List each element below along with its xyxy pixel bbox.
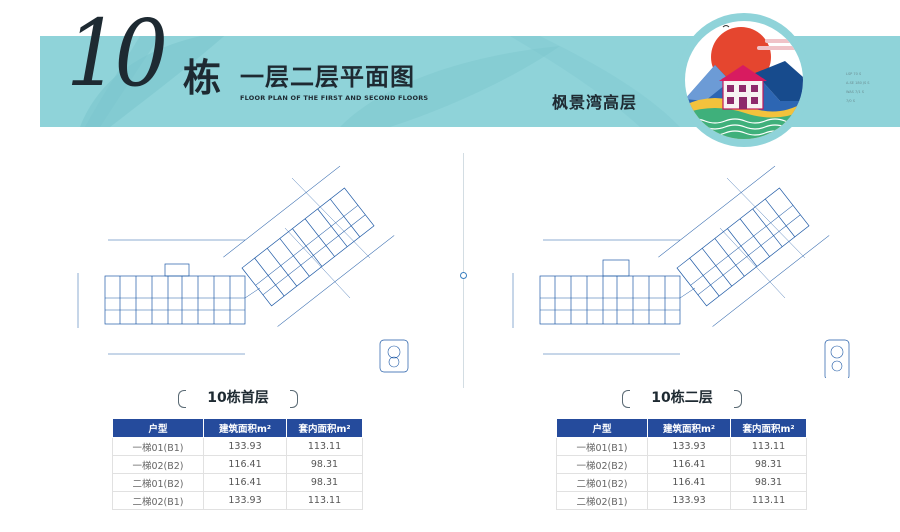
bracket-left-icon (622, 390, 630, 408)
column-header: 套内面积m² (286, 418, 363, 438)
bracket-left-icon (178, 390, 186, 408)
table-row: 二梯02(B1) 133.93 113.11 (112, 491, 363, 510)
page-subtitle-en: FLOOR PLAN OF THE FIRST AND SECOND FLOOR… (240, 94, 429, 102)
column-header: 户型 (556, 418, 648, 438)
column-header: 建筑面积m² (647, 418, 731, 438)
column-header: 套内面积m² (730, 418, 807, 438)
table-row: 一梯01(B1) 133.93 113.11 (112, 437, 363, 456)
area-table-second-floor: 户型 建筑面积m² 套内面积m² 一梯01(B1) 133.93 113.11 … (556, 418, 807, 510)
divider-dot (460, 272, 467, 279)
caption-second-floor: 10栋二层 (622, 387, 742, 411)
area-table-first-floor: 户型 建筑面积m² 套内面积m² 一梯01(B1) 133.93 113.11 … (112, 418, 363, 510)
caption-text: 10栋二层 (651, 390, 713, 406)
column-header: 建筑面积m² (203, 418, 287, 438)
landscape-house-icon (685, 25, 803, 139)
page-title: 一层二层平面图 (240, 63, 415, 91)
table-row: 一梯01(B1) 133.93 113.11 (556, 437, 807, 456)
emblem (685, 21, 803, 139)
table-row: 一梯02(B2) 116.41 98.31 (112, 455, 363, 474)
floor-plan-drawing-icon (512, 165, 850, 378)
bracket-right-icon (734, 390, 742, 408)
column-header: 户型 (112, 418, 204, 438)
building-number: 10 (66, 0, 168, 107)
caption-first-floor: 10栋首层 (178, 387, 298, 411)
side-notes: LSP 70 S A-SE 180 JS S WAS 7/1 S 7/0 S (846, 72, 870, 103)
leaf-decoration-icon (80, 36, 680, 127)
caption-text: 10栋首层 (207, 390, 269, 406)
floor-plan-drawing-icon (77, 165, 409, 373)
building-char: 栋 (183, 56, 222, 100)
table-row: 二梯02(B1) 133.93 113.11 (556, 491, 807, 510)
table-header-row: 户型 建筑面积m² 套内面积m² (556, 418, 807, 438)
table-row: 二梯01(B2) 116.41 98.31 (112, 473, 363, 492)
table-row: 一梯02(B2) 116.41 98.31 (556, 455, 807, 474)
floor-plan-second (505, 148, 855, 378)
brand-name: 枫景湾高层 (552, 93, 638, 112)
floor-plan-first (70, 148, 420, 378)
bracket-right-icon (290, 390, 298, 408)
plan-divider (463, 153, 464, 388)
table-row: 二梯01(B2) 116.41 98.31 (556, 473, 807, 492)
table-header-row: 户型 建筑面积m² 套内面积m² (112, 418, 363, 438)
